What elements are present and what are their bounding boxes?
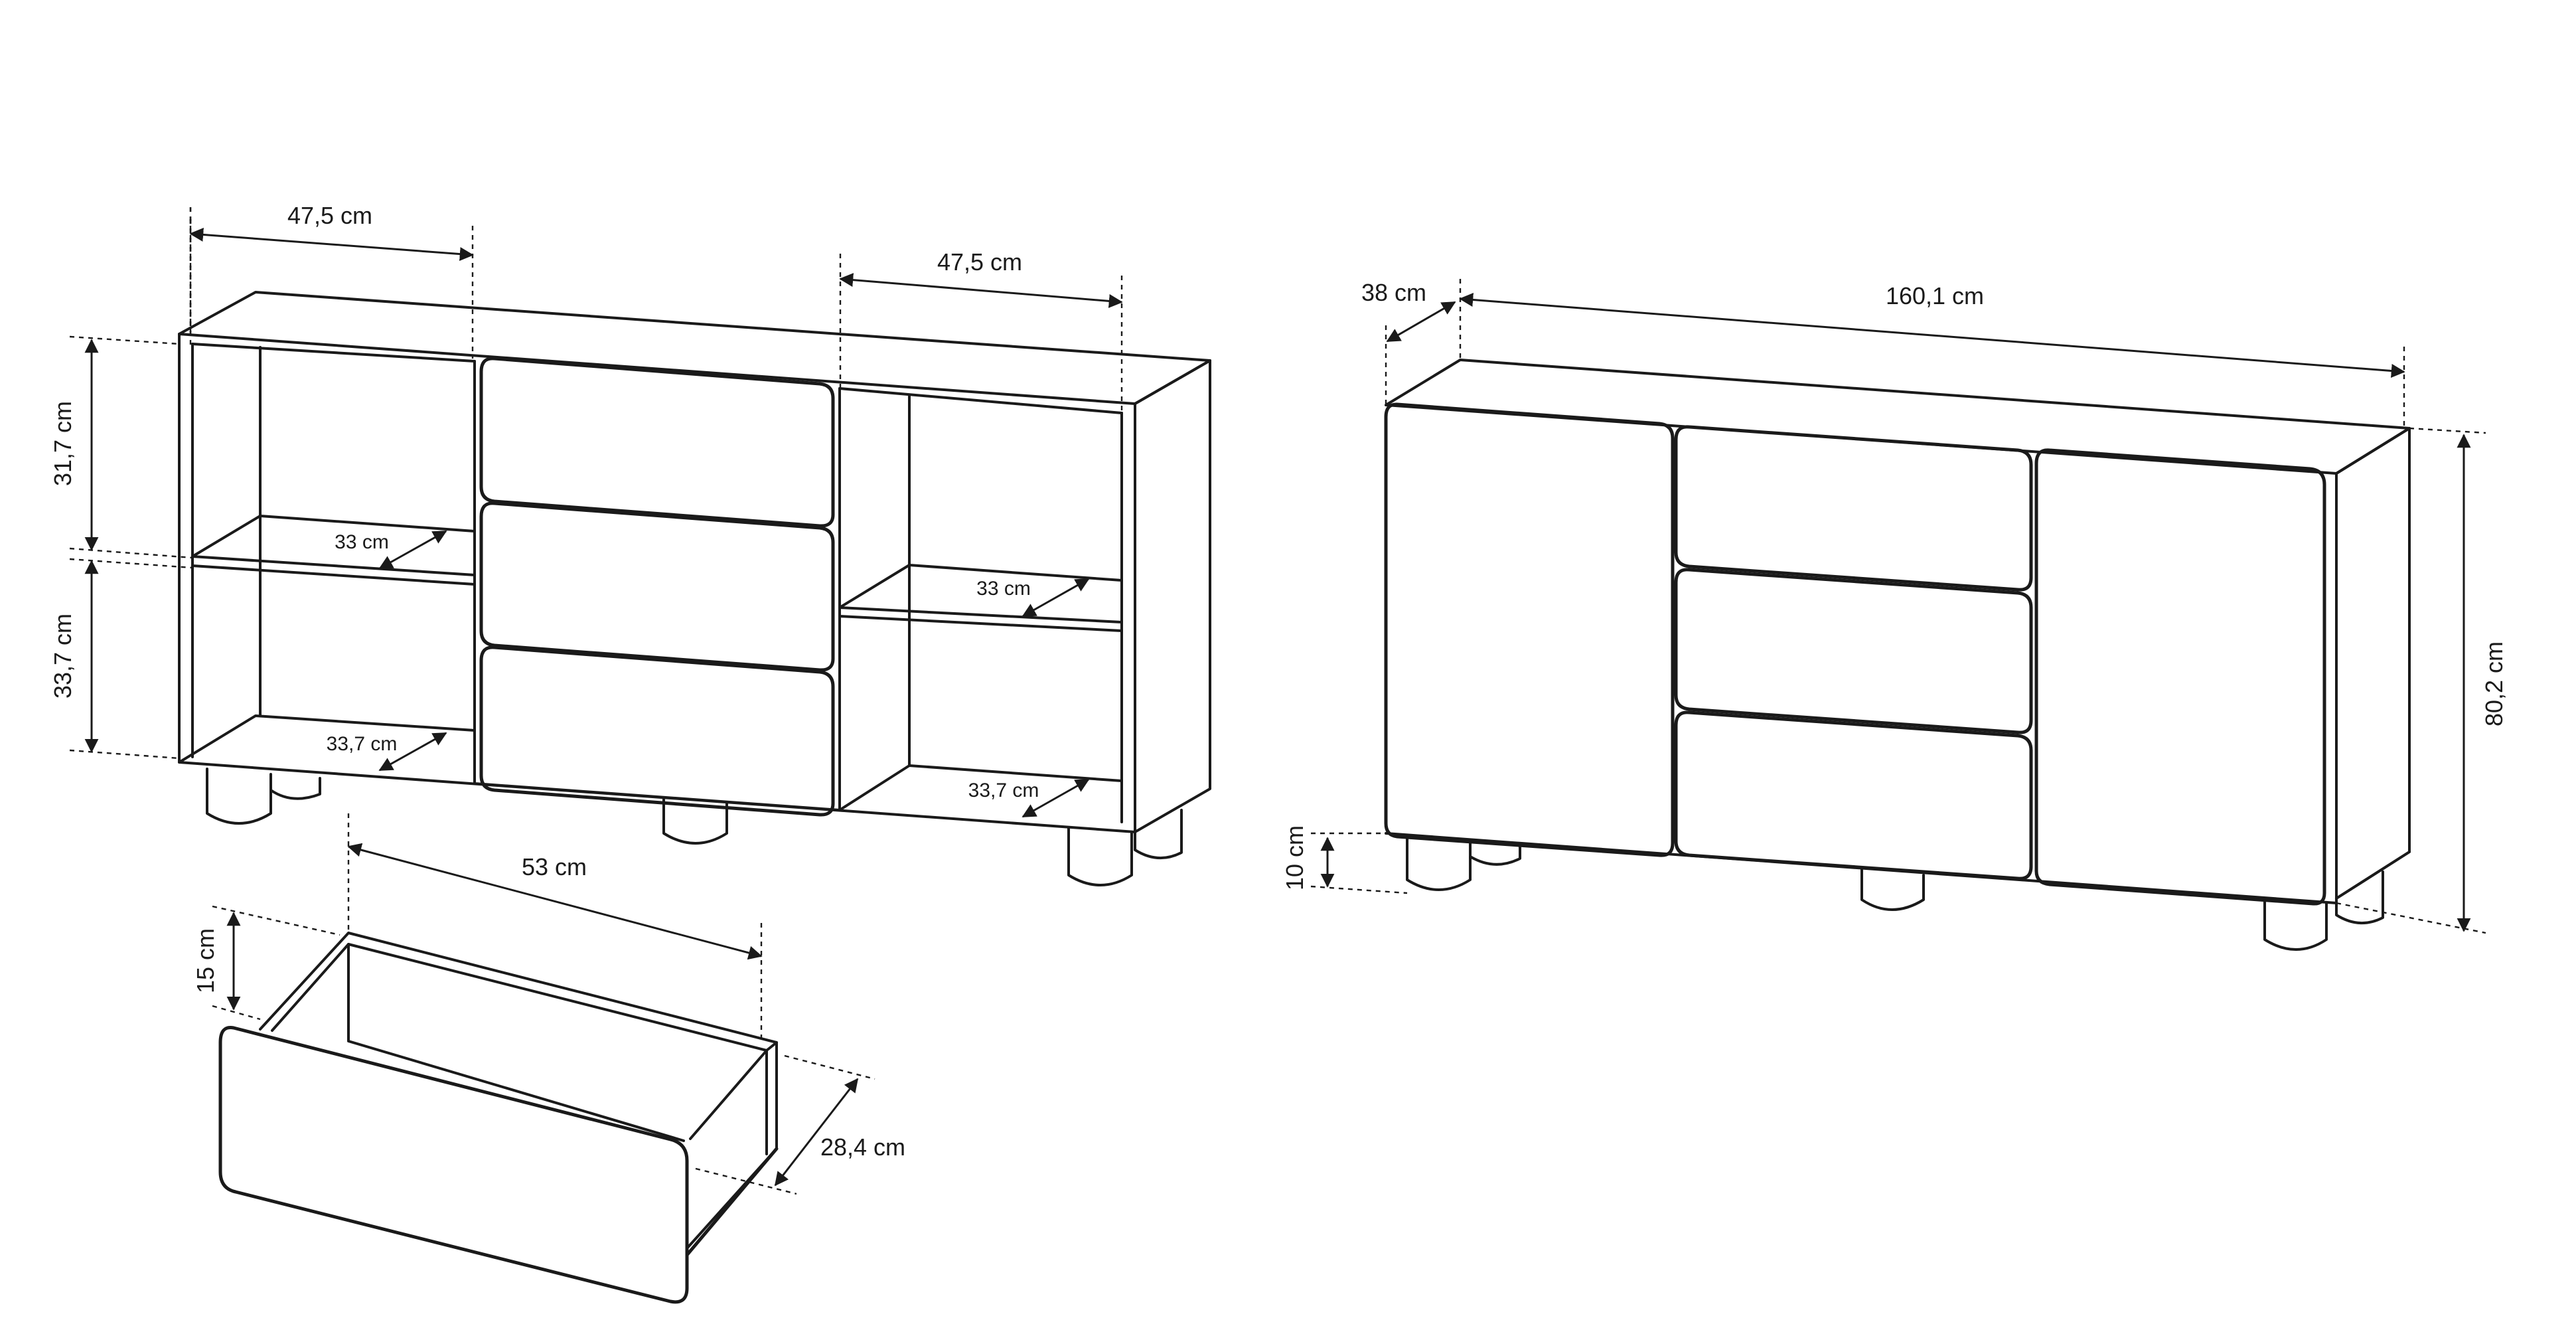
drawer-view: 53 cm 15 cm 28,4 cm [192, 813, 905, 1304]
upper-right-depth-label: 33 cm [976, 578, 1031, 600]
upper-left-depth-label: 33 cm [335, 531, 389, 553]
open-shelf-width-left-label: 47,5 cm [287, 202, 372, 229]
open-shelf-width-right-label: 47,5 cm [937, 248, 1022, 276]
lower-compartment-height-label: 33,7 cm [49, 614, 76, 699]
lower-right-depth-label: 33,7 cm [968, 780, 1039, 801]
closed-sideboard-view: 38 cm 160,1 cm 80,2 cm 10 cm [1281, 279, 2508, 951]
lower-left-depth-label: 33,7 cm [327, 733, 398, 755]
open-sideboard-view: 47,5 cm 47,5 cm 31,7 cm 33,7 cm 33 cm 33… [49, 202, 1211, 886]
cabinet-height-label: 80,2 cm [2480, 641, 2508, 726]
drawer-height-label: 15 cm [192, 928, 219, 993]
upper-compartment-height-label: 31,7 cm [49, 401, 76, 486]
drawer-width-label: 53 cm [522, 853, 587, 880]
cabinet-width-label: 160,1 cm [1886, 282, 1984, 309]
cabinet-depth-label: 38 cm [1361, 279, 1426, 306]
leg-height-label: 10 cm [1281, 825, 1308, 890]
drawer-depth-label: 28,4 cm [820, 1133, 905, 1161]
